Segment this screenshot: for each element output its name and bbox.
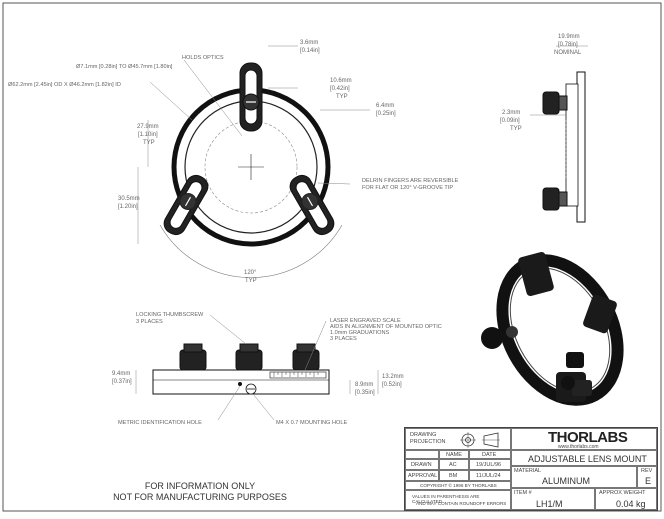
weight-cell: APPROX WEIGHT 0.04 kg bbox=[595, 488, 657, 510]
projection-label-1: DRAWING bbox=[410, 432, 437, 438]
label-optic-range: Ø7.1mm [0.28in] TO Ø45.7mm [1.80in] bbox=[76, 64, 173, 70]
dim-bottom-e-in: [0.35in] bbox=[355, 390, 375, 396]
rev-value: E bbox=[645, 476, 652, 486]
values-note-2: AND MAY CONTAIN ROUNDOFF ERRORS bbox=[416, 501, 507, 506]
projection-cell: DRAWING PROJECTION bbox=[405, 428, 511, 450]
drawing-title: ADJUSTABLE LENS MOUNT bbox=[528, 454, 647, 464]
drawn-date-cell: 19/JUL/96 bbox=[469, 459, 511, 470]
dim-bottom-f-in: [0.52in] bbox=[382, 382, 402, 388]
dim-side-t-typ: TYP bbox=[510, 126, 522, 132]
brand-cell: THORLABS www.thorlabs.com bbox=[511, 428, 657, 450]
dim-bottom-e-mm: 8.9mm bbox=[355, 382, 373, 388]
dim-side-t-mm: 2.3mm bbox=[502, 110, 520, 116]
dim-bottom-f-mm: 13.2mm bbox=[382, 374, 404, 380]
approval-date-cell: 11/JUL/24 bbox=[469, 470, 511, 481]
disclaimer-line-2: NOT FOR MANUFACTURING PURPOSES bbox=[113, 492, 287, 502]
rev-label: REV bbox=[641, 468, 653, 474]
dim-angle: 120° bbox=[244, 270, 257, 276]
label-delrin-2: FOR FLAT OR 120° V-GROOVE TIP bbox=[362, 185, 453, 191]
name-header-cell: NAME bbox=[439, 450, 469, 459]
date-header: DATE bbox=[482, 452, 497, 458]
dim-d4-mm: 27.9mm bbox=[137, 124, 159, 130]
drawn-date: 19/JUL/96 bbox=[476, 462, 502, 468]
disclaimer-line-1: FOR INFORMATION ONLY bbox=[144, 481, 256, 491]
dim-d2-in: [0.42in] bbox=[330, 86, 350, 92]
name-header: NAME bbox=[446, 452, 462, 458]
copyright-cell: COPYRIGHT © 1996 BY THORLABS bbox=[405, 481, 511, 490]
material-cell: MATERIAL ALUMINUM bbox=[511, 466, 637, 488]
label-thumbscrew-1: LOCKING THUMBSCREW bbox=[136, 312, 204, 318]
label-od-id: Ø62.2mm [2.45in] OD X Ø46.2mm [1.82in] I… bbox=[8, 82, 121, 88]
isometric-view bbox=[481, 251, 624, 406]
front-view bbox=[137, 45, 370, 278]
dim-side-w-in: [0.78in] bbox=[558, 42, 578, 48]
brand-website: www.thorlabs.com bbox=[558, 444, 599, 450]
projection-label-2: PROJECTION bbox=[410, 439, 446, 445]
finger-top bbox=[239, 62, 263, 132]
item-cell: ITEM # LH1/M bbox=[511, 488, 595, 510]
dim-side-w-mm: 19.9mm bbox=[558, 34, 580, 40]
dim-d5-in: [1.20in] bbox=[118, 204, 138, 210]
drawn-name: AC bbox=[449, 462, 457, 468]
bottom-view bbox=[135, 314, 379, 421]
title-cell: ADJUSTABLE LENS MOUNT bbox=[511, 450, 657, 466]
dim-d3-in: [0.25in] bbox=[376, 111, 396, 117]
approval-name: BM bbox=[449, 473, 458, 479]
dim-d2-typ: TYP bbox=[336, 94, 348, 100]
brand-logo: THORLABS bbox=[548, 429, 628, 446]
blank-header-cell bbox=[405, 450, 439, 459]
item-value: LH1/M bbox=[536, 499, 563, 509]
date-header-cell: DATE bbox=[469, 450, 511, 459]
label-scale-2: AIDS IN ALIGNMENT OF MOUNTED OPTIC bbox=[330, 324, 442, 330]
angle-arc bbox=[159, 224, 343, 278]
rev-cell: REV E bbox=[637, 466, 657, 488]
label-metric-hole: METRIC IDENTIFICATION HOLE bbox=[118, 420, 202, 426]
dim-d4-in: [1.10in] bbox=[138, 132, 158, 138]
disclaimer: FOR INFORMATION ONLY NOT FOR MANUFACTURI… bbox=[95, 481, 305, 503]
drawn-name-cell: AC bbox=[439, 459, 469, 470]
approval-name-cell: BM bbox=[439, 470, 469, 481]
dim-bottom-h-in: [0.37in] bbox=[112, 379, 132, 385]
finger-left bbox=[163, 174, 209, 236]
sheet-border bbox=[2, 2, 662, 512]
approval-label: APPROVAL bbox=[408, 473, 438, 479]
copyright: COPYRIGHT © 1996 BY THORLABS bbox=[420, 483, 497, 488]
dim-d1-mm: 3.6mm bbox=[300, 40, 318, 46]
title-block: DRAWING PROJECTION NAME DATE DRAWN AC 19… bbox=[404, 427, 658, 511]
projection-symbol-icon bbox=[460, 432, 500, 448]
dim-d2-mm: 10.6mm bbox=[330, 78, 352, 84]
label-scale-3: 1.0mm GRADUATIONS bbox=[330, 330, 390, 336]
label-delrin-1: DELRIN FINGERS ARE REVERSIBLE bbox=[362, 178, 459, 184]
drawn-label: DRAWN bbox=[411, 462, 432, 468]
finger-right bbox=[289, 174, 335, 236]
label-scale-4: 3 PLACES bbox=[330, 336, 357, 342]
material-label: MATERIAL bbox=[514, 468, 542, 474]
values-note-cell: VALUES IN PARENTHESIS ARE CALCULATED AND… bbox=[405, 490, 511, 510]
dim-angle-typ: TYP bbox=[245, 278, 257, 284]
approval-date: 11/JUL/24 bbox=[476, 473, 501, 479]
label-scale-1: LASER ENGRAVED SCALE bbox=[330, 318, 401, 324]
material-value: ALUMINUM bbox=[542, 476, 591, 486]
drawn-label-cell: DRAWN bbox=[405, 459, 439, 470]
dim-d3-mm: 6.4mm bbox=[376, 103, 394, 109]
weight-value: 0.04 kg bbox=[616, 499, 646, 509]
values-note-1: VALUES IN PARENTHESIS ARE CALCULATED bbox=[412, 494, 480, 504]
dim-d1-in: [0.14in] bbox=[300, 48, 320, 54]
side-view bbox=[530, 45, 588, 223]
dim-d4-typ: TYP bbox=[143, 140, 155, 146]
label-thumbscrew-2: 3 PLACES bbox=[136, 319, 163, 325]
label-m4-hole: M4 X 0.7 MOUNTING HOLE bbox=[276, 420, 347, 426]
dim-d5-mm: 30.5mm bbox=[118, 196, 140, 202]
item-label: ITEM # bbox=[514, 490, 532, 496]
label-holds-optics: HOLDS OPTICS bbox=[182, 55, 224, 61]
dim-side-w-note: NOMINAL bbox=[554, 50, 582, 56]
dim-bottom-h-mm: 9.4mm bbox=[112, 371, 130, 377]
approval-label-cell: APPROVAL bbox=[405, 470, 439, 481]
dim-side-t-in: [0.09in] bbox=[500, 118, 520, 124]
weight-label: APPROX WEIGHT bbox=[599, 490, 646, 496]
